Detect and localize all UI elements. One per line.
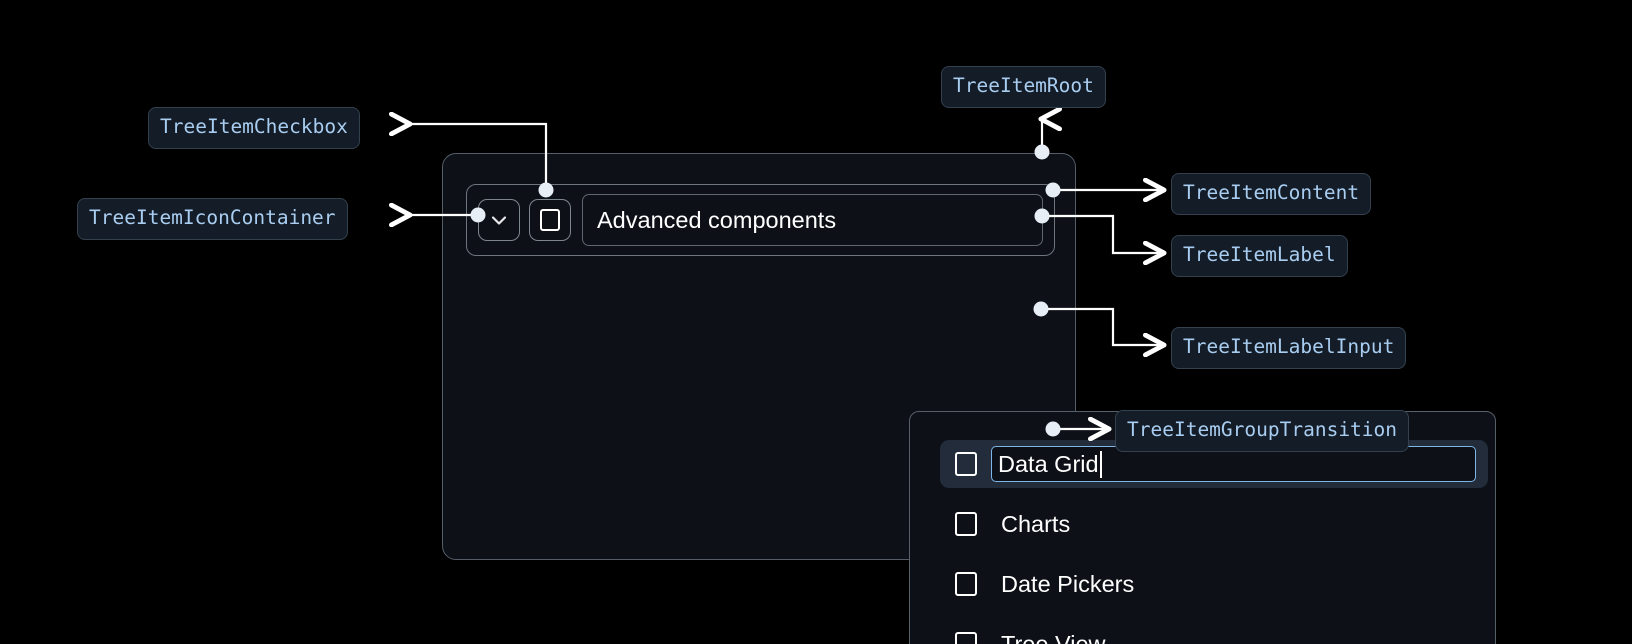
tree-item-icon-container[interactable] bbox=[478, 199, 520, 241]
annotation-tree-item-root: TreeItemRoot bbox=[941, 66, 1106, 108]
tree-item-label-text: Charts bbox=[1001, 510, 1071, 537]
checkbox-square-icon[interactable] bbox=[955, 512, 977, 536]
tree-item-label-input-value: Data Grid bbox=[998, 450, 1099, 477]
annotation-tree-item-checkbox: TreeItemCheckbox bbox=[148, 107, 360, 149]
list-item[interactable]: Date Pickers bbox=[940, 560, 1488, 608]
tree-item-label-text: Date Pickers bbox=[1001, 570, 1135, 597]
tree-item-label-box[interactable]: Advanced components bbox=[582, 194, 1043, 246]
tree-item-label-input[interactable]: Data Grid bbox=[991, 446, 1476, 482]
text-caret bbox=[1099, 450, 1102, 478]
tree-item-label-text: Advanced components bbox=[597, 206, 837, 233]
checkbox-square-icon[interactable] bbox=[955, 572, 977, 596]
chevron-down-icon bbox=[491, 216, 507, 225]
annotation-tree-item-label: TreeItemLabel bbox=[1171, 235, 1348, 277]
annotation-tree-item-group-transition: TreeItemGroupTransition bbox=[1115, 410, 1410, 452]
tree-item-content-container[interactable]: Advanced components bbox=[466, 184, 1055, 256]
tree-item-root-container[interactable]: Advanced components Data Grid Charts Dat bbox=[442, 153, 1496, 644]
checkbox-square-icon[interactable] bbox=[955, 632, 977, 644]
tree-item-checkbox[interactable] bbox=[529, 199, 571, 241]
list-item[interactable]: Tree View bbox=[940, 620, 1488, 644]
annotation-tree-item-label-input: TreeItemLabelInput bbox=[1171, 327, 1407, 369]
list-item[interactable]: Charts bbox=[940, 500, 1488, 548]
checkbox-square-icon bbox=[540, 209, 560, 231]
annotation-tree-item-icon-container: TreeItemIconContainer bbox=[77, 198, 348, 240]
tree-item-label-text: Tree View bbox=[1001, 630, 1106, 644]
annotation-tree-item-content: TreeItemContent bbox=[1171, 173, 1372, 215]
checkbox-square-icon[interactable] bbox=[955, 452, 977, 476]
